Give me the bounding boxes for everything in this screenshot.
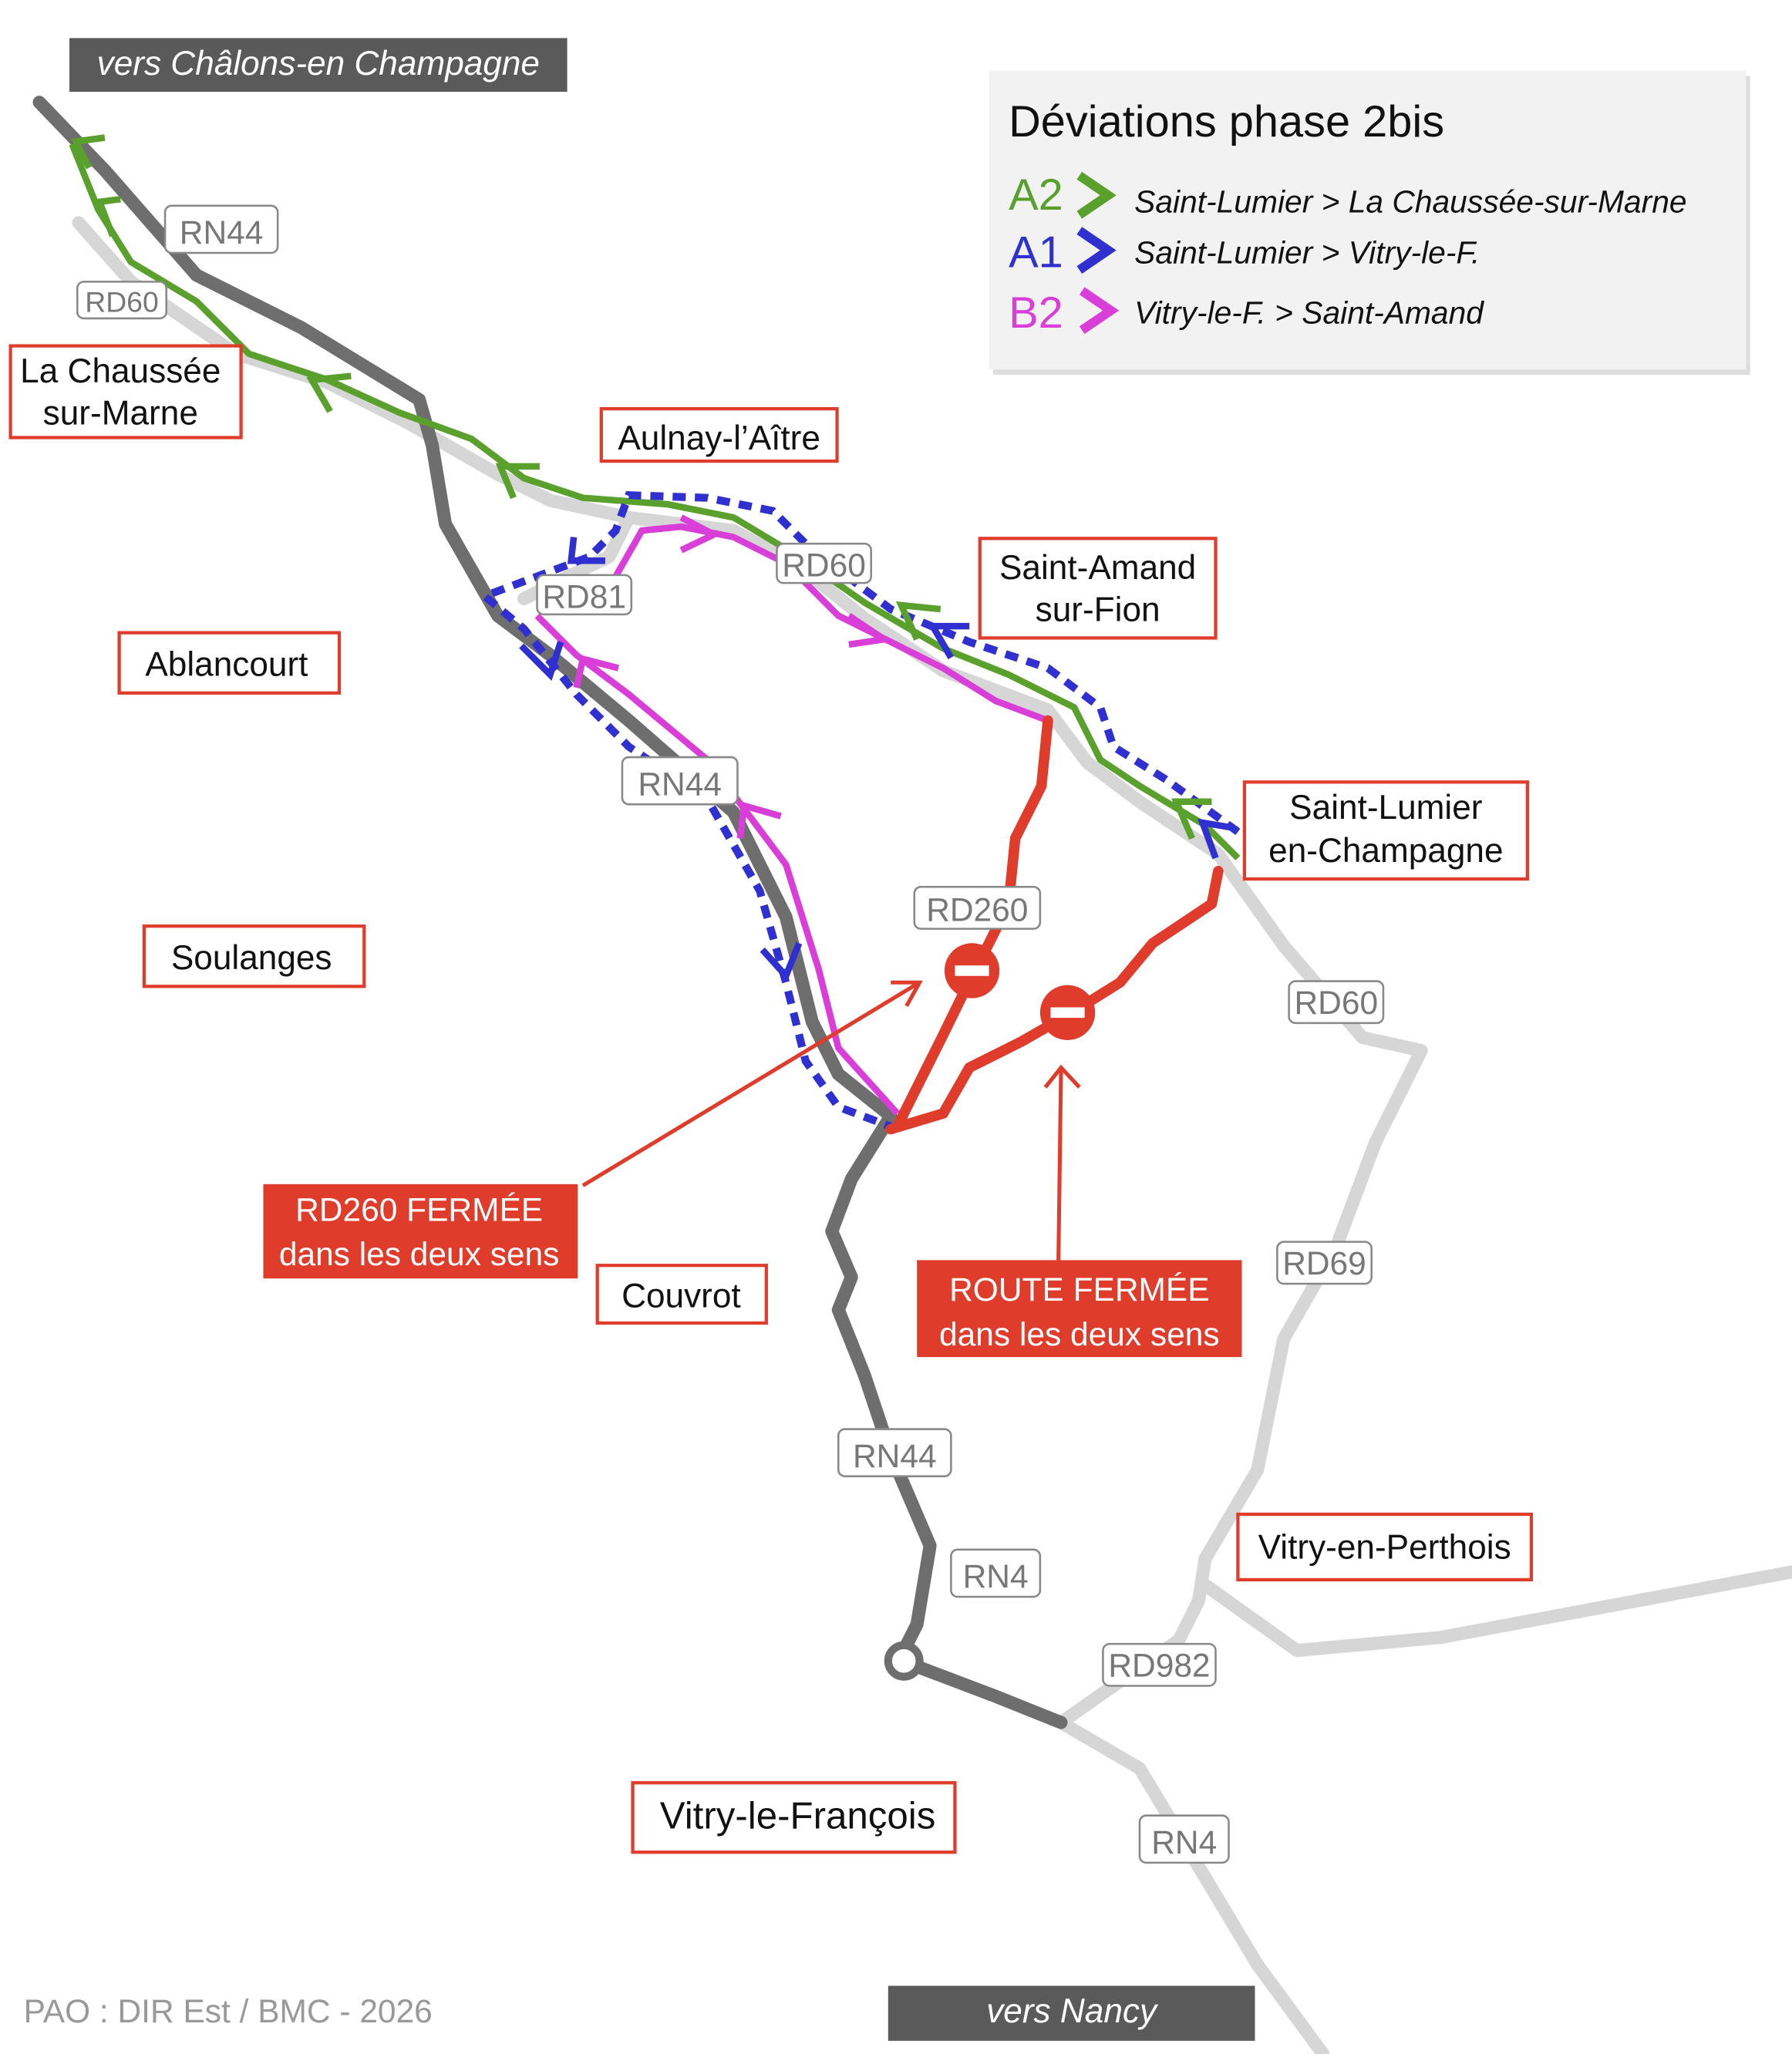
town-couvrot: Couvrot <box>595 1264 768 1325</box>
legend-code: B2 <box>1009 288 1063 338</box>
svg-text:Soulanges: Soulanges <box>171 939 332 977</box>
svg-text:Saint-Amand: Saint-Amand <box>999 549 1196 587</box>
road-label: RN44 <box>837 1428 952 1477</box>
svg-text:RD81: RD81 <box>542 578 626 615</box>
legend-title: Déviations phase 2bis <box>1009 97 1444 146</box>
chevron-icon <box>567 537 605 564</box>
chevron-icon <box>1076 171 1117 219</box>
town-ablancourt: Ablancourt <box>117 631 342 695</box>
chevron-icon <box>71 134 106 170</box>
svg-text:dans les deux sens: dans les deux sens <box>279 1236 560 1272</box>
svg-text:sur-Marne: sur-Marne <box>43 395 198 433</box>
chevron-icon <box>306 372 352 413</box>
svg-text:Ablancourt: Ablancourt <box>145 646 308 684</box>
chevron-icon <box>1171 798 1212 840</box>
chevron-icon <box>895 601 941 641</box>
svg-text:RD69: RD69 <box>1282 1245 1366 1281</box>
svg-text:RN44: RN44 <box>180 214 264 251</box>
chevron-icon <box>847 613 894 648</box>
chevron-icon <box>760 941 803 982</box>
road-label: RD81 <box>536 574 633 616</box>
road-label: RD69 <box>1276 1241 1373 1285</box>
no-entry-icon <box>1039 985 1096 1040</box>
svg-text:Aulnay-l’Aître: Aulnay-l’Aître <box>618 419 820 457</box>
svg-text:RD60: RD60 <box>782 547 866 584</box>
legend: Déviations phase 2bis A2 Saint-Lumier > … <box>989 70 1750 375</box>
svg-text:RD260: RD260 <box>926 891 1028 928</box>
svg-text:Vitry-le-François: Vitry-le-François <box>660 1795 936 1837</box>
credit: PAO : DIR Est / BMC - 2026 <box>24 1993 433 2029</box>
route-b2-north <box>612 523 1049 724</box>
chevron-icon <box>736 801 782 839</box>
town-saint-amand: Saint-Amand sur-Fion <box>978 537 1218 640</box>
south-direction-banner <box>888 1985 1255 2041</box>
chevron-icon <box>1197 818 1235 860</box>
closed-rd260 <box>891 715 1053 1132</box>
road-label: RD60 <box>76 281 168 320</box>
road-rn4-north <box>913 1661 1068 1729</box>
roundabout-icon <box>884 1641 924 1681</box>
warning-rd260-closed: RD260 FERMÉE dans les deux sens <box>263 1184 578 1279</box>
road-label: RN4 <box>950 1548 1042 1598</box>
legend-route: Saint-Lumier > Vitry-le-F. <box>1134 235 1480 271</box>
chevron-icon <box>573 655 619 689</box>
chevron-icon <box>95 196 121 237</box>
road-label: RD60 <box>1288 980 1385 1025</box>
svg-text:RD60: RD60 <box>1295 985 1379 1021</box>
legend-route: Vitry-le-F. > Saint-Amand <box>1134 295 1484 331</box>
chevron-icon <box>519 641 564 681</box>
svg-text:Saint-Lumier: Saint-Lumier <box>1289 789 1482 827</box>
south-direction: vers Nancy <box>986 1992 1159 2030</box>
svg-text:en-Champagne: en-Champagne <box>1268 832 1503 870</box>
svg-text:Couvrot: Couvrot <box>621 1278 741 1315</box>
chevron-icon <box>1076 227 1117 274</box>
legend-code: A2 <box>1009 170 1063 220</box>
no-entry-icon <box>944 943 1000 998</box>
svg-text:RD982: RD982 <box>1108 1648 1210 1684</box>
town-vitry-le-francois: Vitry-le-François <box>631 1781 957 1854</box>
road-label: RN44 <box>163 204 279 254</box>
road-rn44 <box>32 96 937 1652</box>
svg-text:RN4: RN4 <box>1151 1824 1217 1860</box>
svg-text:RN44: RN44 <box>638 766 722 802</box>
legend-code: A1 <box>1009 228 1063 278</box>
road-rd982 <box>1198 1565 1792 1658</box>
route-a1 <box>477 491 1241 1130</box>
town-aulnay: Aulnay-l’Aître <box>599 407 839 463</box>
route-a2 <box>69 143 1241 860</box>
legend-route: Saint-Lumier > La Chaussée-sur-Marne <box>1134 184 1686 219</box>
road-label: RD60 <box>776 542 872 584</box>
chevron-icon <box>495 463 540 500</box>
town-saint-lumier: Saint-Lumier en-Champagne <box>1242 780 1529 881</box>
road-label: RD982 <box>1102 1642 1217 1687</box>
svg-text:dans les deux sens: dans les deux sens <box>939 1316 1220 1352</box>
chevron-icon <box>679 514 722 554</box>
svg-text:RN4: RN4 <box>963 1558 1029 1594</box>
svg-text:La Chaussée: La Chaussée <box>20 352 221 390</box>
town-la-chaussee-sur-marne: La Chaussée sur-Marne <box>8 344 243 439</box>
road-label: RD260 <box>913 885 1042 930</box>
route-b2 <box>534 613 900 1116</box>
road-label: RN44 <box>621 756 739 806</box>
town-soulanges: Soulanges <box>142 924 366 988</box>
north-direction: vers Châlons-en Champagne <box>97 45 540 82</box>
chevron-icon <box>927 622 970 660</box>
svg-text:RD260 FERMÉE: RD260 FERMÉE <box>295 1191 543 1227</box>
chevron-icon <box>1079 287 1120 335</box>
north-direction-banner <box>69 38 568 93</box>
svg-text:RD60: RD60 <box>85 285 159 318</box>
svg-text:Vitry-en-Perthois: Vitry-en-Perthois <box>1258 1529 1511 1567</box>
road-label: RN4 <box>1138 1814 1230 1864</box>
town-vitry-en-perthois: Vitry-en-Perthois <box>1236 1512 1534 1582</box>
callout-arrow <box>581 980 1081 1261</box>
svg-text:RN44: RN44 <box>853 1438 937 1474</box>
warning-road-closed: ROUTE FERMÉE dans les deux sens <box>917 1260 1242 1358</box>
svg-text:sur-Fion: sur-Fion <box>1036 591 1160 628</box>
svg-text:ROUTE FERMÉE: ROUTE FERMÉE <box>949 1271 1209 1308</box>
